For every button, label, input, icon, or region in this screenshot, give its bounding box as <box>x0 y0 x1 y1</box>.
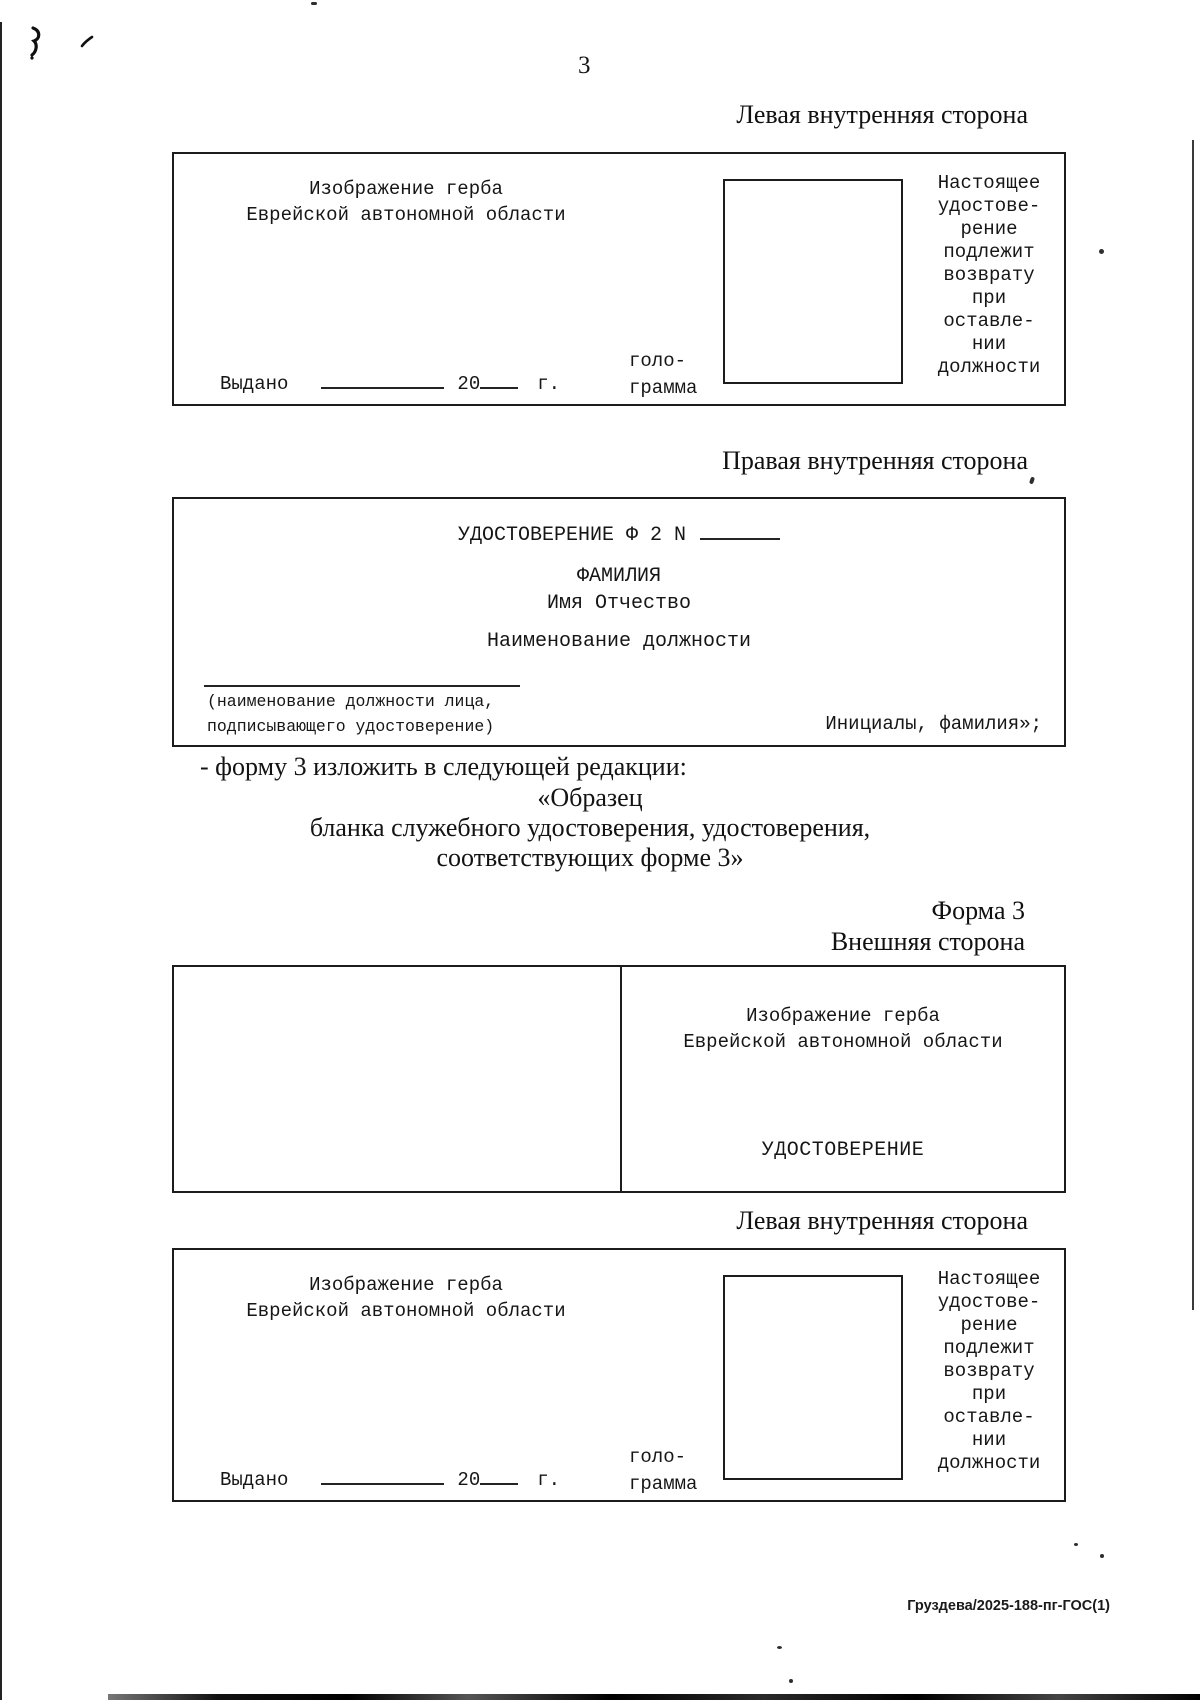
coat-line-2: Еврейской автономной области <box>683 1031 1003 1053</box>
return-note-line: удостове- <box>937 1291 1041 1313</box>
certificate-title: УДОСТОВЕРЕНИЕ Ф 2 N <box>457 524 687 547</box>
scan-speck <box>311 2 317 5</box>
return-note-line: нии <box>971 333 1007 355</box>
return-note-line: должности <box>937 356 1041 378</box>
year-blank <box>480 370 519 389</box>
year-suffix: г. <box>537 1469 561 1491</box>
issued-date-blank <box>321 1466 445 1485</box>
heading-form3: Форма 3 <box>931 896 1025 925</box>
paragraph-line1: - форму 3 изложить в следующей редакции: <box>200 752 687 781</box>
scan-speck <box>789 1679 793 1683</box>
ink-tick-icon <box>80 35 94 54</box>
heading-right-inner: Правая внутренняя сторона <box>722 446 1028 475</box>
signature-rule <box>204 685 520 687</box>
hologram-label-line1: голо- <box>629 350 687 372</box>
ink-squiggle-icon <box>26 26 46 65</box>
return-note-line: Настоящее <box>937 1268 1041 1290</box>
initials-placeholder: Инициалы, фамилия»; <box>825 713 1042 735</box>
coat-of-arms-placeholder: Изображение герба Еврейской автономной о… <box>204 1272 608 1324</box>
paragraph-line2: «Образец <box>537 783 643 812</box>
heading-left-inner-bottom: Левая внутренняя сторона <box>736 1206 1028 1235</box>
return-note-line: нии <box>971 1429 1007 1451</box>
hologram-box <box>723 179 903 384</box>
surname-placeholder: ФАМИЛИЯ <box>576 565 661 588</box>
coat-line-2: Еврейской автономной области <box>246 1300 566 1322</box>
fold-divider <box>620 967 622 1191</box>
return-note-line: удостове- <box>937 195 1041 217</box>
name-patronymic-placeholder: Имя Отчество <box>546 592 692 615</box>
return-note-line: возврату <box>943 264 1035 286</box>
scan-speck <box>1100 1554 1104 1558</box>
return-note-line: рение <box>960 218 1018 240</box>
return-note-line: рение <box>960 1314 1018 1336</box>
hologram-label: голо- грамма <box>629 348 697 402</box>
card-left-inner-top: Изображение герба Еврейской автономной о… <box>172 152 1066 406</box>
heading-left-inner-top: Левая внутренняя сторона <box>736 100 1028 129</box>
coat-line-1: Изображение герба <box>746 1005 940 1027</box>
certificate-cover-title: УДОСТОВЕРЕНИЕ <box>761 1139 925 1162</box>
return-note-line: при <box>971 1383 1007 1405</box>
return-note-line: подлежит <box>943 241 1035 263</box>
issued-row: Выдано 20 г. <box>220 1466 560 1491</box>
scan-speck <box>1074 1543 1078 1546</box>
return-note-line: оставле- <box>943 1406 1035 1428</box>
scan-speck <box>1029 476 1035 485</box>
year-blank <box>480 1466 519 1485</box>
certificate-number-line: УДОСТОВЕРЕНИЕ Ф 2 N <box>174 521 1064 547</box>
return-note-line: Настоящее <box>937 172 1041 194</box>
return-note: Настоящее удостове- рение подлежит возвр… <box>918 1268 1060 1475</box>
certificate-number-blank <box>700 521 781 540</box>
year-prefix: 20 <box>457 1469 481 1491</box>
coat-of-arms-placeholder: Изображение герба Еврейской автономной о… <box>204 176 608 228</box>
return-note-line: должности <box>937 1452 1041 1474</box>
hologram-label-line1: голо- <box>629 1446 687 1468</box>
return-note-line: возврату <box>943 1360 1035 1382</box>
paragraph-line4: соответствующих форме 3» <box>436 843 744 872</box>
coat-line-2: Еврейской автономной области <box>246 204 566 226</box>
coat-of-arms-placeholder: Изображение герба Еврейской автономной о… <box>622 1003 1064 1055</box>
return-note-line: подлежит <box>943 1337 1035 1359</box>
issued-date-blank <box>321 370 445 389</box>
sign-caption-line1: (наименование должности лица, <box>207 692 495 711</box>
footer-reference: Груздева/2025-188-пг-ГОС(1) <box>907 1598 1110 1614</box>
heading-outer-side: Внешняя сторона <box>830 927 1025 956</box>
page-number: 3 <box>578 52 591 79</box>
scan-speck <box>1099 249 1104 254</box>
hologram-label-line2: грамма <box>629 1473 698 1495</box>
issued-label: Выдано <box>220 1469 289 1491</box>
issued-row: Выдано 20 г. <box>220 370 560 395</box>
coat-line-1: Изображение герба <box>309 178 503 200</box>
page-right-edge-line <box>1192 140 1194 1310</box>
issued-label: Выдано <box>220 373 289 395</box>
year-prefix: 20 <box>457 373 481 395</box>
paragraph-line3: бланка служебного удостоверения, удостов… <box>309 813 871 842</box>
return-note-line: оставле- <box>943 310 1035 332</box>
scan-bottom-bar <box>108 1694 1200 1700</box>
hologram-label: голо- грамма <box>629 1444 697 1498</box>
return-note-line: при <box>971 287 1007 309</box>
card-right-inner: УДОСТОВЕРЕНИЕ Ф 2 N ФАМИЛИЯ Имя Отчество… <box>172 497 1066 747</box>
hologram-label-line2: грамма <box>629 377 698 399</box>
card-outer-side: Изображение герба Еврейской автономной о… <box>172 965 1066 1193</box>
scan-speck <box>777 1646 782 1649</box>
year-suffix: г. <box>537 373 561 395</box>
position-placeholder: Наименование должности <box>486 630 752 653</box>
card-left-inner-bottom: Изображение герба Еврейской автономной о… <box>172 1248 1066 1502</box>
hologram-box <box>723 1275 903 1480</box>
sign-caption-line2: подписывающего удостоверение) <box>207 717 495 736</box>
coat-line-1: Изображение герба <box>309 1274 503 1296</box>
page-left-edge-line <box>0 22 2 1700</box>
return-note: Настоящее удостове- рение подлежит возвр… <box>918 172 1060 379</box>
